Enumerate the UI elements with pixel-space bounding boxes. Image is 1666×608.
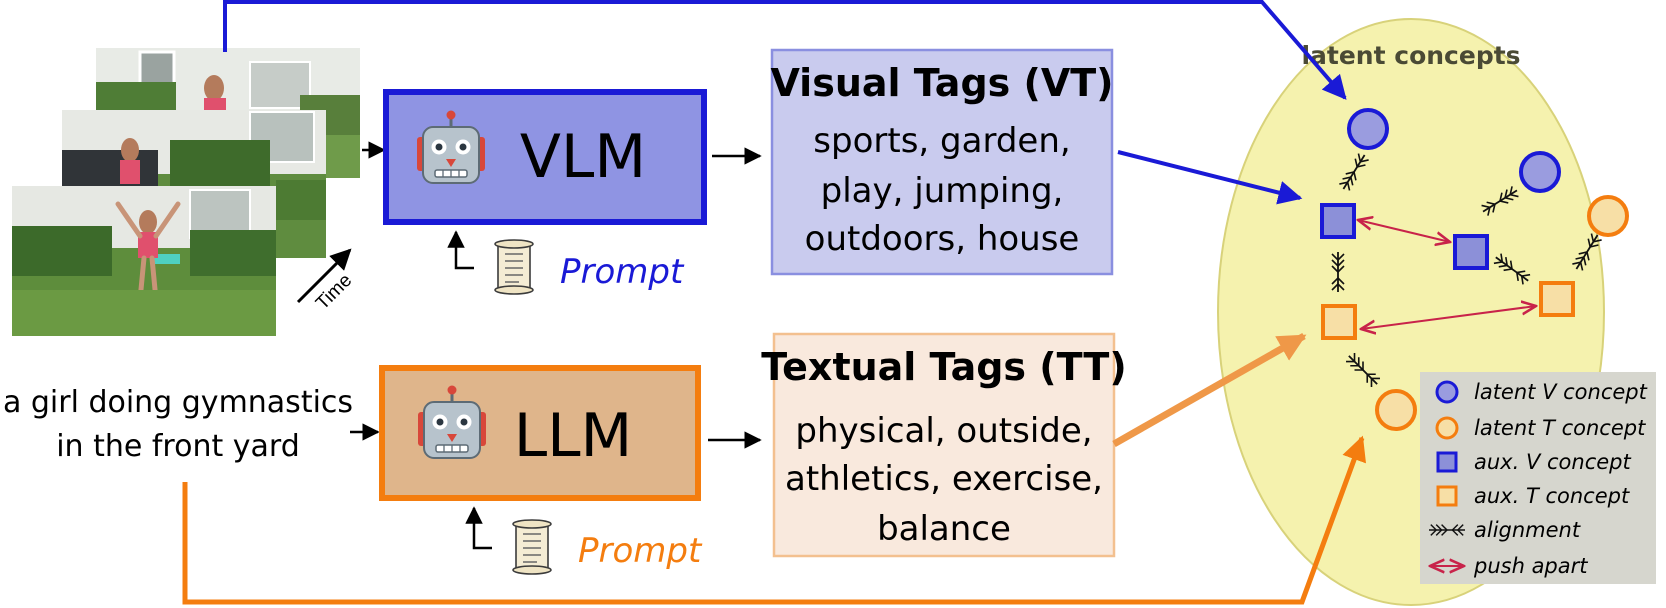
vt-to-aux-arrow <box>1117 150 1303 205</box>
aux-t-concept-node <box>1321 304 1357 340</box>
time-arrow: Time <box>296 248 356 314</box>
latent-concepts-title: latent concepts <box>1301 41 1520 70</box>
visual-tags-title: Visual Tags (VT) <box>770 61 1113 105</box>
concept-graph <box>1320 108 1629 431</box>
latent-t-concept-node <box>1375 389 1417 431</box>
legend-background <box>1420 372 1656 584</box>
llm-label: LLM <box>514 401 633 471</box>
vlm-label: VLM <box>520 122 646 192</box>
legend-aux-v-label: aux. V concept <box>1474 450 1631 474</box>
legend-latent-v-swatch <box>1435 380 1459 404</box>
scroll-icon <box>512 519 552 575</box>
vlm-prompt: Prompt <box>447 230 685 295</box>
caption-line-2: in the front yard <box>56 429 300 464</box>
legend-aux-v-swatch <box>1436 451 1458 473</box>
caption-line-1: a girl doing gymnastics <box>3 385 353 420</box>
push-apart-link <box>1361 306 1536 329</box>
textual-tags-box: Textual Tags (TT) physical, outside, ath… <box>761 332 1127 558</box>
visual-tags-line: outdoors, house <box>805 219 1080 259</box>
vlm-prompt-arrow <box>447 230 474 270</box>
textual-tags-title: Textual Tags (TT) <box>761 345 1126 389</box>
aux-v-concept-node <box>1320 203 1356 239</box>
visual-tags-line: play, jumping, <box>821 171 1064 211</box>
scroll-icon <box>494 239 534 295</box>
legend-push-apart-label: push apart <box>1473 554 1588 578</box>
vlm-prompt-label: Prompt <box>560 252 685 292</box>
visual-tags-rect <box>770 48 1114 276</box>
llm-rect <box>379 365 701 501</box>
video-frame-front <box>12 186 276 336</box>
legend-alignment-label: alignment <box>1474 518 1581 542</box>
textual-tags-line: physical, outside, <box>795 411 1092 451</box>
aux-t-concept-node <box>1539 281 1575 317</box>
legend-latent-t-label: latent T concept <box>1474 416 1646 440</box>
time-label: Time <box>312 270 356 314</box>
aux-v-concept-node <box>1453 234 1489 270</box>
caption-to-latent-arrow <box>182 435 1367 605</box>
vlm-box: VLM <box>383 89 707 225</box>
legend-latent-v-label: latent V concept <box>1474 380 1648 404</box>
latent-v-concept-node <box>1347 108 1389 150</box>
frames-to-latent-arrow <box>223 0 1347 100</box>
textual-tags-line: athletics, exercise, <box>785 459 1103 499</box>
caption: a girl doing gymnastics in the front yar… <box>3 385 353 464</box>
visual-tags-box: Visual Tags (VT) sports, garden, play, j… <box>770 48 1114 276</box>
legend-aux-t-swatch <box>1436 485 1458 507</box>
llm-prompt: Prompt <box>465 506 703 575</box>
textual-tags-line: balance <box>877 509 1011 549</box>
video-frames <box>12 48 360 336</box>
push-apart-link <box>1358 220 1450 242</box>
llm-box: LLM <box>379 365 701 501</box>
latent-v-concept-node <box>1519 151 1561 193</box>
visual-tags-line: sports, garden, <box>813 121 1070 161</box>
llm-prompt-label: Prompt <box>578 531 703 571</box>
textual-tags-rect <box>772 332 1116 558</box>
tt-to-aux-arrow <box>1112 332 1307 448</box>
llm-prompt-arrow <box>465 506 492 550</box>
legend-aux-t-label: aux. T concept <box>1474 484 1630 508</box>
latent-t-concept-node <box>1587 195 1629 237</box>
legend: latent V concept latent T concept aux. V… <box>1420 372 1656 584</box>
legend-latent-t-swatch <box>1435 416 1459 440</box>
